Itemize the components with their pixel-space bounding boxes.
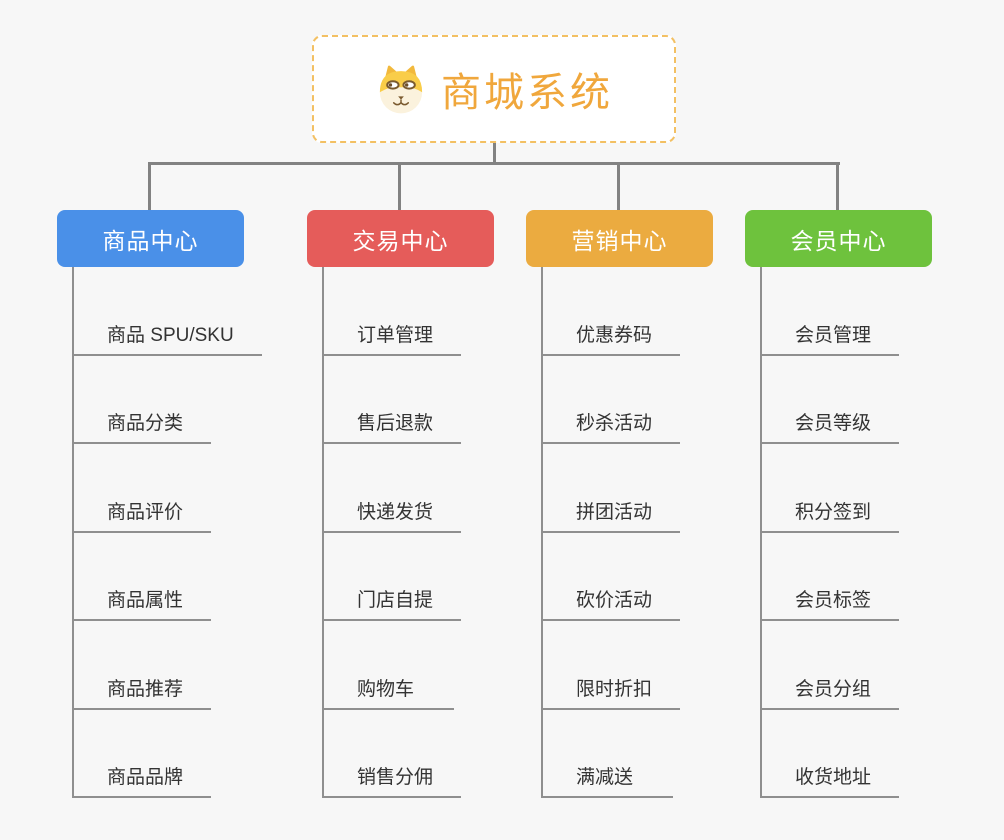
branch-items-member-center: 会员管理 会员等级 积分签到 会员标签 会员分组 收货地址	[760, 267, 990, 798]
branch-member-center: 会员中心 会员管理 会员等级 积分签到 会员标签 会员分组 收货地址	[745, 210, 990, 798]
node-item[interactable]: 拼团活动	[543, 444, 681, 533]
root-title: 商城系统	[441, 71, 613, 115]
branch-items-trade-center: 订单管理 售后退款 快递发货 门店自提 购物车 销售分佣	[322, 267, 552, 798]
dog-face-icon	[379, 65, 423, 114]
branch-header-product-center[interactable]: 商品中心	[57, 210, 244, 267]
node-item[interactable]: 商品评价	[74, 444, 212, 533]
node-item[interactable]: 会员等级	[762, 356, 900, 444]
node-item[interactable]: 满减送	[543, 710, 673, 798]
node-item[interactable]: 商品 SPU/SKU	[74, 267, 262, 356]
branch-header-member-center[interactable]: 会员中心	[745, 210, 932, 267]
node-item[interactable]: 砍价活动	[543, 533, 681, 621]
node-item[interactable]: 销售分佣	[324, 710, 462, 798]
node-item[interactable]: 订单管理	[324, 267, 462, 356]
branch-items-marketing-center: 优惠券码 秒杀活动 拼团活动 砍价活动 限时折扣 满减送	[541, 267, 771, 798]
branch-trade-center: 交易中心 订单管理 售后退款 快递发货 门店自提 购物车 销售分佣	[307, 210, 552, 798]
node-item[interactable]: 会员分组	[762, 621, 900, 710]
node-item[interactable]: 购物车	[324, 621, 454, 710]
node-item[interactable]: 售后退款	[324, 356, 462, 444]
node-item[interactable]: 积分签到	[762, 444, 900, 533]
connector-drop-product	[148, 162, 151, 210]
branch-items-product-center: 商品 SPU/SKU 商品分类 商品评价 商品属性 商品推荐 商品品牌	[72, 267, 302, 798]
branch-header-trade-center[interactable]: 交易中心	[307, 210, 494, 267]
root-node[interactable]: 商城系统	[312, 35, 676, 143]
connector-drop-trade	[398, 162, 401, 210]
node-item[interactable]: 优惠券码	[543, 267, 681, 356]
connector-bus	[148, 162, 840, 165]
node-item[interactable]: 秒杀活动	[543, 356, 681, 444]
node-item[interactable]: 限时折扣	[543, 621, 681, 710]
node-item[interactable]: 收货地址	[762, 710, 900, 798]
node-item[interactable]: 会员管理	[762, 267, 900, 356]
node-item[interactable]: 商品分类	[74, 356, 212, 444]
node-item[interactable]: 门店自提	[324, 533, 462, 621]
branch-marketing-center: 营销中心 优惠券码 秒杀活动 拼团活动 砍价活动 限时折扣 满减送	[526, 210, 771, 798]
node-item[interactable]: 会员标签	[762, 533, 900, 621]
branch-product-center: 商品中心 商品 SPU/SKU 商品分类 商品评价 商品属性 商品推荐 商品品牌	[57, 210, 302, 798]
connector-drop-member	[836, 162, 839, 210]
node-item[interactable]: 商品品牌	[74, 710, 212, 798]
node-item[interactable]: 商品推荐	[74, 621, 212, 710]
node-item[interactable]: 商品属性	[74, 533, 212, 621]
node-item[interactable]: 快递发货	[324, 444, 462, 533]
branch-header-marketing-center[interactable]: 营销中心	[526, 210, 713, 267]
connector-root-stub	[493, 143, 496, 163]
connector-drop-marketing	[617, 162, 620, 210]
